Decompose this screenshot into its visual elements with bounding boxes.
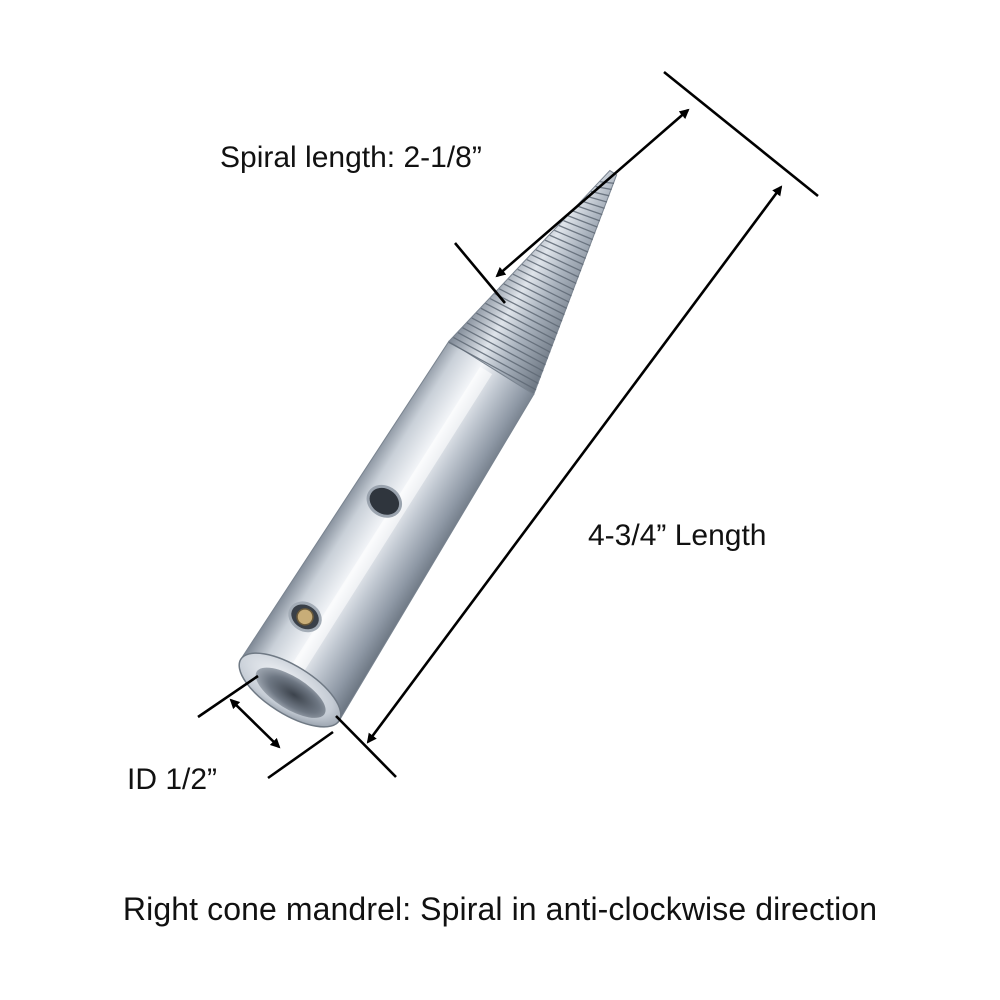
spiral-extension-bottom <box>454 242 506 304</box>
spiral-cone <box>448 169 618 395</box>
inner-diameter-label: ID 1/2” <box>127 763 218 796</box>
overall-length-label: 4-3/4” Length <box>588 519 767 552</box>
mandrel <box>238 169 618 728</box>
set-screw <box>296 608 314 626</box>
bore <box>255 667 326 718</box>
id-extension-right <box>267 730 334 780</box>
length-extension-bottom <box>335 715 397 778</box>
id-extension-left <box>197 674 259 719</box>
dimension-lines <box>197 70 819 780</box>
caption: Right cone mandrel: Spiral in anti-clock… <box>122 891 878 927</box>
overall-length-arrow <box>366 185 783 744</box>
spiral-extension-top <box>663 70 819 198</box>
spiral-length-arrow <box>495 108 690 278</box>
id-arrow <box>229 698 281 749</box>
spiral-length-label: Spiral length: 2-1/8” <box>220 141 482 174</box>
